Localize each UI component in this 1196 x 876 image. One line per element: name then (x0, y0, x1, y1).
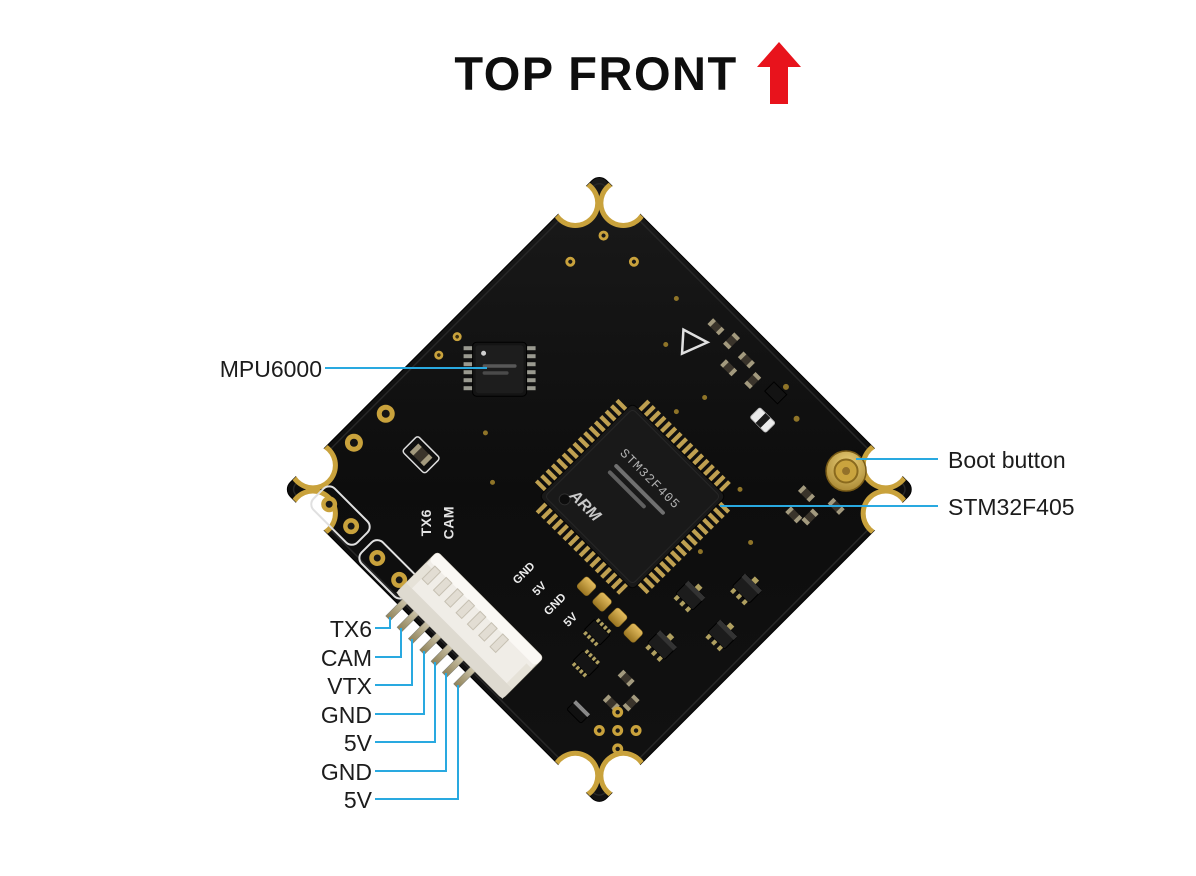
left-edge-holes (344, 404, 395, 452)
pin-label-vtx: VTX (327, 673, 372, 699)
leader-pin-5v-2 (375, 685, 459, 800)
silk-cam: CAM (441, 506, 457, 539)
mpu6000-label: MPU6000 (219, 356, 322, 382)
fet-components (645, 573, 762, 662)
pin-label-5v-1: 5V (343, 730, 372, 756)
silk-tx6: TX6 (418, 509, 434, 536)
pin-label-gnd-1: GND (320, 702, 372, 728)
stm32f405-label: STM32F405 (948, 494, 1075, 520)
title-row: TOP FRONT (30, 42, 1196, 104)
pcb-board: STM32F405 ARM GND 5V GND 5V TX6 (286, 176, 912, 802)
bottom-components (567, 618, 640, 724)
up-arrow-icon (756, 42, 801, 104)
silkscreen-component-box (402, 436, 440, 474)
boot-button-component (825, 450, 867, 492)
leader-pin-tx6 (375, 617, 391, 629)
led-component (750, 407, 776, 433)
five-hole-pad-cluster (593, 706, 642, 755)
silkscreen-triangle (680, 327, 711, 356)
leader-pin-vtx (375, 639, 413, 686)
pin-label-gnd-2: GND (320, 759, 372, 785)
mpu6000-chip (463, 341, 536, 397)
silkscreen-pad-boxes (310, 485, 419, 600)
page-title: TOP FRONT (454, 46, 738, 100)
leader-pin-cam (375, 628, 402, 658)
pin-label-5v-2: 5V (343, 787, 372, 813)
top-corner-pads (565, 230, 639, 267)
stm32f405-chip: STM32F405 ARM (534, 398, 731, 595)
pin-label-cam: CAM (320, 645, 372, 671)
mpu-side-pads (434, 332, 462, 360)
pin-label-tx6: TX6 (329, 616, 372, 642)
uart-silkscreen: TX6 CAM (418, 506, 457, 539)
leader-lines (325, 367, 938, 800)
passive-components-top (707, 318, 788, 405)
corner-cutouts (292, 183, 906, 796)
boot-button-label: Boot button (948, 447, 1066, 473)
leader-pin-5v-1 (375, 662, 436, 743)
jst-connector (385, 552, 543, 699)
power-pads (576, 576, 643, 643)
passive-components-right (785, 485, 845, 526)
leader-pin-gnd-2 (375, 673, 447, 772)
leader-pin-gnd-1 (375, 651, 425, 715)
